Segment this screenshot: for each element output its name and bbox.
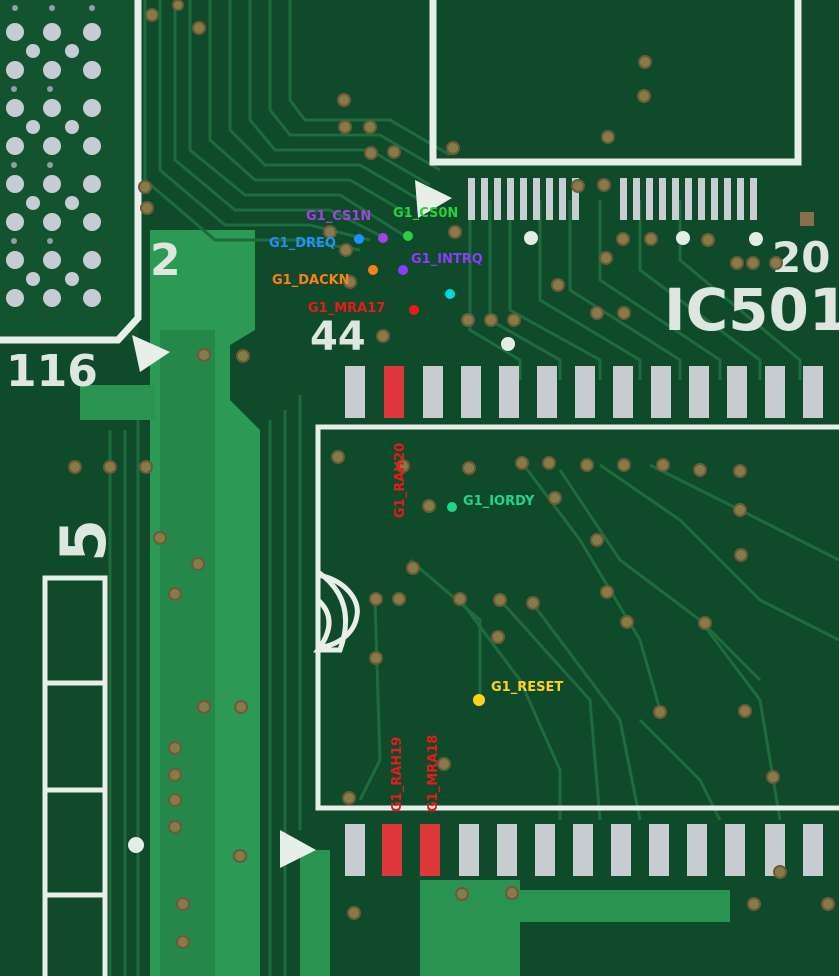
- pin-number-116: 116: [6, 346, 98, 397]
- label-g1-dackn: G1_DACKN: [272, 273, 350, 288]
- probe-iordy: [447, 502, 457, 512]
- edge-connector: [42, 575, 108, 976]
- ic-reference: IC501: [664, 276, 839, 344]
- ic501-pads-top: [345, 366, 823, 418]
- bga-small-balls: [11, 5, 95, 244]
- probe-dreq: [354, 234, 364, 244]
- probe-dackn: [368, 265, 378, 275]
- probe-mra17: [409, 305, 419, 315]
- copper-pours: [80, 230, 730, 976]
- fine-pitch-pads-top: [468, 178, 757, 220]
- pin-number-2: 2: [150, 235, 181, 286]
- probe-reset: [473, 694, 485, 706]
- label-g1-cs0n: G1_CS0N: [393, 206, 458, 221]
- probe-cs1n: [378, 233, 388, 243]
- label-g1-rah20: G1_RAH20: [393, 443, 408, 518]
- pin1-arrows: [132, 180, 452, 868]
- pin-number-20: 20: [772, 233, 830, 282]
- ic501-pads-bottom: [345, 824, 823, 876]
- pin-number-5: 5: [47, 519, 120, 562]
- component-pad: [800, 212, 814, 226]
- label-g1-iordy: G1_IORDY: [463, 494, 535, 509]
- ic501-outline: [313, 424, 839, 811]
- label-g1-dreq: G1_DREQ: [269, 236, 336, 251]
- signal-probe-markers: [354, 231, 485, 706]
- vias: [68, 0, 835, 949]
- label-g1-reset: G1_RESET: [491, 680, 563, 695]
- probe-unlabeled-cyan: [445, 289, 455, 299]
- signal-labels: G1_CS1N G1_CS0N G1_DREQ G1_INTRQ G1_DACK…: [269, 206, 563, 812]
- bga-package: [0, 0, 142, 344]
- pad-highlight-mra18: [420, 824, 440, 876]
- pad-highlight-rah19: [382, 824, 402, 876]
- label-g1-mra18: G1_MRA18: [426, 735, 441, 812]
- label-g1-intrq: G1_INTRQ: [411, 252, 483, 267]
- pin-number-44: 44: [310, 314, 366, 360]
- probe-cs0n: [403, 231, 413, 241]
- ic-top-outline: [429, 0, 814, 226]
- probe-intrq: [398, 265, 408, 275]
- label-g1-rah19: G1_RAH19: [390, 737, 405, 812]
- label-g1-cs1n: G1_CS1N: [306, 209, 371, 224]
- test-points: [128, 231, 763, 853]
- silkscreen-text: IC501 20 2 44 116 5: [6, 233, 839, 562]
- pad-highlight-rah20: [384, 366, 404, 418]
- bga-balls: [6, 23, 101, 307]
- label-g1-mra17: G1_MRA17: [308, 301, 385, 316]
